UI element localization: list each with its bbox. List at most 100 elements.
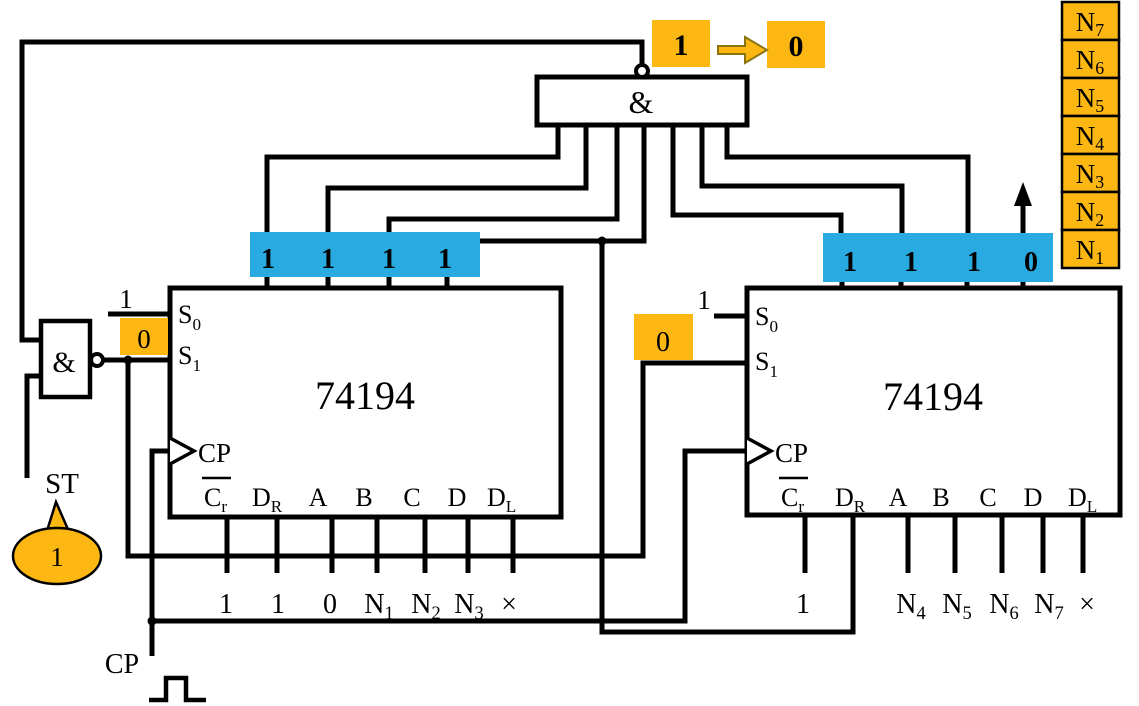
junction-dot: [123, 355, 133, 365]
wire-feedback-top-loop: [19, 39, 645, 343]
left-pin-d: D: [448, 483, 467, 512]
orange-layer: [11, 0, 1121, 586]
serial-stack-label: N5: [1076, 83, 1105, 116]
register-right-74194: [744, 285, 1123, 518]
serial-stack-label: N2: [1076, 197, 1104, 230]
s1-value-box-left: [120, 318, 168, 355]
left-pin-dl: DL: [487, 483, 516, 516]
left-pin-cr: Cr: [204, 483, 227, 516]
left-pin-a: A: [309, 483, 328, 512]
wire-qd-to-gate: [480, 125, 647, 244]
top-nand-gate-body: [534, 74, 750, 128]
serial-stack-label: N6: [1076, 45, 1105, 78]
left-output-qc: 1: [382, 244, 396, 275]
wire-layer: [19, 39, 1086, 703]
left-input-label: 1: [219, 589, 233, 620]
serial-stack-cell: [1060, 228, 1121, 270]
right-pin-dr: DR: [835, 483, 866, 516]
serial-stack-label: N7: [1076, 7, 1105, 40]
st-balloon: [11, 526, 103, 586]
right-pin-b: B: [932, 483, 949, 512]
serial-stack-cell: [1060, 190, 1121, 232]
top-nand-bubble-icon: [634, 63, 650, 79]
wire-right-output-stubs: [839, 282, 1026, 288]
wire-gate-qb-left: [325, 125, 589, 232]
cp-pulse-icon: [149, 675, 206, 703]
right-pin-cr: Cr: [781, 483, 804, 516]
clock-wedge-icon-right: [746, 436, 775, 466]
wire-gate-qc-left: [386, 125, 620, 232]
serial-stack-label: N3: [1076, 159, 1105, 192]
left-pin-c: C: [403, 483, 420, 512]
right-pin-dl: DL: [1068, 483, 1097, 516]
right-pin-s1: S1: [755, 347, 778, 381]
wire-left-output-stubs: [264, 277, 450, 288]
left-output-qd: 1: [438, 244, 452, 275]
wire-cp-rail: [152, 448, 747, 624]
right-output-qa: 1: [843, 247, 857, 278]
s1-value-box-right: [634, 314, 693, 360]
left-input-label: ×: [501, 589, 517, 620]
junction-dots: [123, 236, 607, 626]
wire-right-input-stubs: [802, 515, 1086, 573]
right-input-label: N4: [896, 589, 925, 623]
callout-after-box: [767, 21, 825, 68]
serial-stack-label: N4: [1076, 121, 1105, 154]
right-input-label: 1: [796, 589, 810, 620]
right-output-qc: 1: [967, 247, 981, 278]
right-register-output-bar: [823, 233, 1053, 282]
left-input-label: 0: [323, 589, 337, 620]
left-nand-label: &: [52, 346, 75, 379]
left-nand-bubble-icon: [89, 352, 105, 368]
left-input-label: N1: [364, 589, 393, 623]
wire-s1-distribution: [125, 360, 747, 559]
left-register-output-bar: [250, 232, 480, 277]
left-input-label: N2: [411, 589, 440, 623]
left-pin-dr: DR: [252, 483, 283, 516]
junction-dot: [597, 236, 607, 246]
left-s1-value: 0: [137, 324, 151, 354]
wire-gate-qa-left: [264, 125, 561, 232]
right-input-label: N6: [989, 589, 1018, 623]
right-pin-a: A: [889, 483, 908, 512]
right-pin-cp: CP: [775, 438, 808, 468]
serial-out-arrow-icon: [1014, 182, 1032, 206]
left-pin-s0: S0: [178, 300, 201, 334]
left-pin-b: B: [355, 483, 372, 512]
wire-st-input: [24, 373, 41, 478]
output-value-bars: [250, 232, 1053, 282]
right-s0-const: 1: [697, 285, 711, 315]
right-input-label: ×: [1079, 589, 1095, 620]
wire-cp-left: [149, 448, 170, 656]
right-output-qd: 0: [1024, 247, 1038, 278]
left-input-label: 1: [271, 589, 285, 620]
right-register-title: 74194: [883, 374, 983, 419]
cp-label: CP: [105, 649, 139, 680]
wire-gate-qb-right: [699, 125, 905, 233]
junction-dot: [147, 616, 157, 626]
callout-before-value: 1: [674, 29, 689, 62]
left-pin-s1: S1: [178, 341, 201, 375]
right-pin-d: D: [1024, 483, 1043, 512]
left-pin-cp: CP: [198, 438, 231, 468]
left-output-qb: 1: [321, 244, 335, 275]
callout-before-box: [652, 20, 710, 67]
wire-gate-qa-right: [670, 125, 844, 233]
callout-arrow-icon: [717, 35, 769, 65]
left-output-qa: 1: [261, 244, 275, 275]
left-register-title: 74194: [315, 373, 415, 418]
callout-after-value: 0: [789, 30, 804, 63]
left-input-label: N3: [454, 589, 483, 623]
wire-left-input-stubs: [224, 517, 516, 573]
st-value: 1: [50, 542, 64, 572]
right-input-label: N5: [942, 589, 971, 623]
right-s1-value: 0: [656, 327, 670, 358]
text-layer: & & 1 0 N7 N6 N5 N4 N3 N2 N1 1 1 1 1 1 1…: [45, 7, 1104, 680]
right-output-qb: 1: [904, 247, 918, 278]
right-pin-c: C: [979, 483, 996, 512]
right-input-label: N7: [1034, 589, 1063, 623]
serial-stack-label: N1: [1076, 235, 1104, 268]
right-pin-s0: S0: [755, 302, 778, 336]
